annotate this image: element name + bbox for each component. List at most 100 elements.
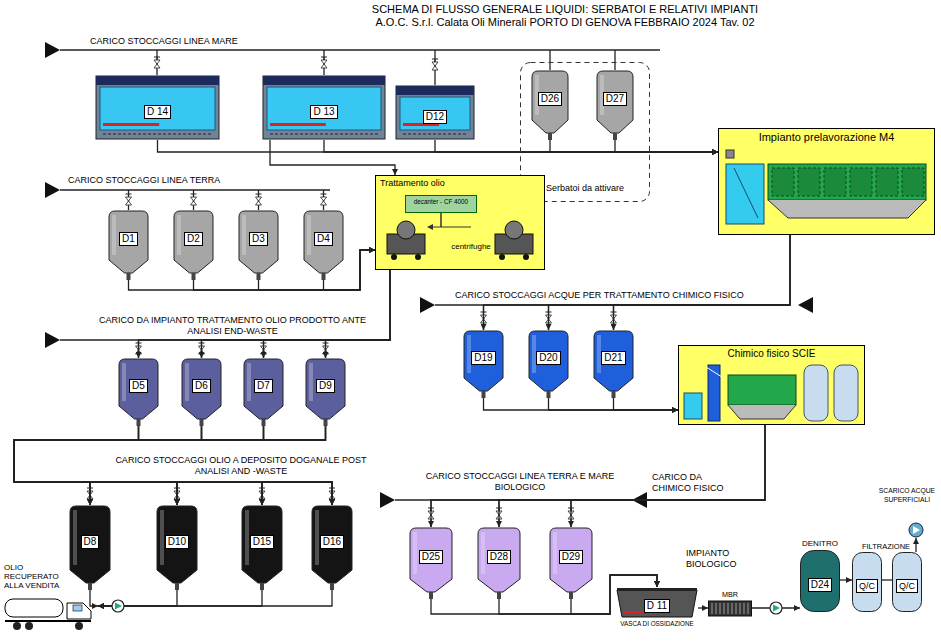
text-holder: D4 [302, 228, 345, 246]
line-label: CARICO STOCCAGGI LINEA TERRA E MARE BIOL… [420, 471, 620, 493]
tank: D21 [592, 330, 635, 398]
tank: D3 [237, 210, 280, 280]
pipe-connector [549, 398, 679, 410]
tank-label: D19 [471, 351, 495, 365]
tank-label: D5 [129, 379, 148, 393]
pump-symbol [112, 600, 124, 612]
text-holder: D19 [462, 347, 505, 365]
pipe-connector [840, 579, 852, 580]
pipe-connector [14, 426, 202, 505]
pipe-connector [270, 140, 395, 175]
text-holder: Trattamento olio [380, 178, 540, 188]
pipe-connector [615, 140, 718, 152]
tank-label: D20 [536, 351, 560, 365]
tank-label: D 13 [310, 105, 337, 119]
tank: D25 [408, 527, 454, 599]
pipe-connector [14, 426, 332, 505]
text-holder: D5 [117, 375, 160, 393]
tank: OLIO RECUPERATO ALLA VENDITA [3, 563, 98, 633]
tank: D 11 VASCA DI OSSIDAZIONE [616, 587, 698, 637]
tank-label: D 11 [644, 599, 670, 613]
tank-label: D12 [423, 110, 447, 124]
tank-label: D2 [184, 232, 203, 246]
pipe-connector [698, 607, 708, 608]
line-label: CARICO DA CHIMICO FISICO [652, 472, 742, 494]
node-outline [718, 128, 935, 235]
unit-label: MBR [708, 590, 752, 600]
text-holder: Q/C [852, 575, 882, 593]
text-holder: D24 [800, 574, 840, 592]
tank-label: D24 [808, 578, 832, 592]
line-label: CARICO STOCCAGGI OLIO A DEPOSITO DOGANAL… [110, 455, 372, 477]
tank-label: D10 [165, 535, 189, 549]
text-holder: D9 [304, 375, 347, 393]
pipe-connector [14, 426, 332, 505]
text-holder: D20 [527, 347, 570, 365]
text-holder: D 13 [262, 101, 386, 119]
decanter-label: decanter - CF 4000 [405, 198, 477, 205]
tank: D7 [242, 358, 285, 426]
tank: D12 [395, 85, 475, 140]
tank: D27 [595, 70, 635, 140]
text-holder: D7 [242, 375, 285, 393]
tank-label: D6 [192, 379, 211, 393]
tank: D6 [180, 358, 223, 426]
pipe-connector [614, 398, 679, 410]
pipe-connector [326, 270, 391, 358]
tank-label: D21 [601, 351, 625, 365]
text-holder: decanter - CF 4000 [405, 198, 477, 205]
pipe-connector [14, 426, 202, 505]
basin-caption: VASCA DI OSSIDAZIONE [616, 620, 698, 627]
line-label: IMPIANTO BIOLOGICO [686, 548, 762, 570]
tank: D4 [302, 210, 345, 280]
pipe-connector [882, 579, 892, 580]
text-holder: D 11 [616, 595, 698, 613]
text-holder: D10 [155, 531, 199, 549]
tank-label: D29 [559, 550, 583, 564]
tank: D26 [530, 70, 570, 140]
tank: decanter - CF 4000 [405, 195, 477, 213]
equipment-box: Chimico fisico SCIE [678, 345, 865, 425]
tank: Q/C [892, 552, 922, 612]
pipe-connector [14, 426, 262, 505]
text-holder: Impianto prelavorazione M4 [723, 131, 930, 144]
pipe-connector [614, 235, 791, 330]
tank: D10 [155, 505, 199, 590]
tank-label: Q/C [896, 579, 918, 593]
tank: D28 [476, 527, 522, 599]
tank-label: Q/C [856, 579, 878, 593]
line-label: CARICO DA IMPIANTO TRATTAMENTO OLIO PROD… [85, 315, 380, 337]
tank-label: D9 [316, 379, 335, 393]
pipe-connector [484, 398, 679, 410]
pipe-connector [98, 590, 177, 606]
text-holder: D27 [595, 88, 635, 106]
equipment-title: Trattamento olio [380, 178, 540, 188]
equipment-box: Impianto prelavorazione M4 [718, 128, 935, 235]
pipe-connector [14, 426, 139, 505]
pipe-connector [98, 590, 332, 606]
equipment-title: Impianto prelavorazione M4 [723, 131, 930, 144]
tank-label: D15 [250, 535, 274, 549]
pipe-connector [14, 426, 326, 505]
equipment-title: Chimico fisico SCIE [683, 348, 860, 360]
pipe-connector [549, 235, 791, 330]
pipe-connector [14, 426, 264, 505]
text-holder: D26 [530, 88, 570, 106]
pipe-connector [550, 140, 718, 152]
tank: MBR [708, 590, 752, 616]
tank-label: D3 [249, 232, 268, 246]
text-holder: D2 [172, 228, 215, 246]
tank-label: D8 [81, 535, 100, 549]
line-label: CARICO STOCCAGGI ACQUE PER TRATTAMENTO C… [455, 290, 785, 301]
pipe-connector [264, 270, 391, 358]
text-holder: D21 [592, 347, 635, 365]
pipe-connector [435, 140, 718, 152]
tank-label: D 14 [144, 105, 171, 119]
tank-label: D28 [487, 550, 511, 564]
text-holder: D15 [240, 531, 284, 549]
text-holder: Chimico fisico SCIE [683, 348, 860, 360]
tank: D 13 [262, 75, 386, 140]
pipe-connector [484, 235, 791, 330]
text-holder: D1 [107, 228, 150, 246]
line-label: DENITRO [796, 538, 844, 549]
